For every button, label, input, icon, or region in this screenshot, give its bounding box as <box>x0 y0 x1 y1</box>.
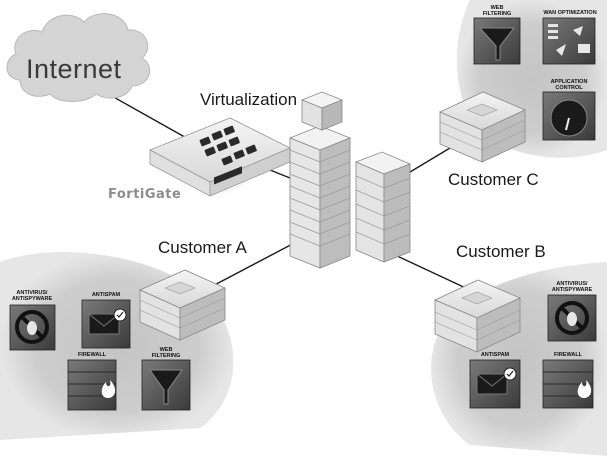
tile-firewall-a <box>67 359 117 411</box>
caption-antivirus-a: ANTIVIRUS/ ANTISPYWARE <box>11 290 53 302</box>
internet-label: Internet <box>26 54 122 84</box>
virtualization-label: Virtualization <box>200 90 298 109</box>
tile-antivirus-a <box>9 304 56 351</box>
caption-antispam-a: ANTISPAM <box>91 292 121 298</box>
link-virtualization-customer-b <box>394 254 471 291</box>
building-customer-b <box>434 279 521 353</box>
tile-webfilter-c <box>473 17 521 65</box>
tile-antispam-a <box>81 299 131 349</box>
flame-icon <box>101 380 116 398</box>
tile-antispam-b <box>469 359 521 409</box>
caption-firewall-a: FIREWALL <box>77 352 107 358</box>
caption-firewall-b: FIREWALL <box>553 352 583 358</box>
link-internet-fortigate <box>109 94 191 141</box>
funnel-icon <box>478 27 516 61</box>
caption-antivirus-b: ANTIVIRUS/ ANTISPYWARE <box>551 281 593 293</box>
customer-c-label: Customer C <box>448 170 539 189</box>
tile-firewall-b <box>542 359 594 409</box>
caption-wanopt-c: WAN OPTIMIZATION <box>543 10 597 16</box>
caption-antispam-b: ANTISPAM <box>480 352 510 358</box>
tile-wanopt-c <box>542 17 596 65</box>
tile-antivirus-b <box>547 294 597 342</box>
funnel-icon <box>149 369 183 405</box>
no-virus-icon <box>15 310 49 344</box>
tile-appcontrol-c <box>542 91 596 141</box>
caption-webfilter-c: WEB FILTERING <box>482 5 512 17</box>
fortigate-label: FortiGate <box>108 187 182 202</box>
building-customer-c <box>439 91 526 163</box>
virtualization-towers <box>288 91 412 269</box>
caption-webfilter-a: WEB FILTERING <box>151 347 181 359</box>
no-virus-icon <box>555 301 589 335</box>
fortigate-appliance <box>149 117 291 197</box>
customer-a-label: Customer A <box>158 238 247 257</box>
envelope-icon <box>88 313 120 335</box>
link-virtualization-customer-a <box>204 239 301 291</box>
caption-appcontrol-c: APPLICATION CONTROL <box>550 79 588 91</box>
envelope-icon <box>476 373 508 395</box>
network-devices-icon <box>548 24 590 56</box>
flame-icon <box>577 380 592 398</box>
tile-webfilter-a <box>141 359 191 411</box>
building-customer-a <box>139 269 226 341</box>
customer-b-label: Customer B <box>456 242 546 261</box>
internet-cloud <box>6 13 151 102</box>
